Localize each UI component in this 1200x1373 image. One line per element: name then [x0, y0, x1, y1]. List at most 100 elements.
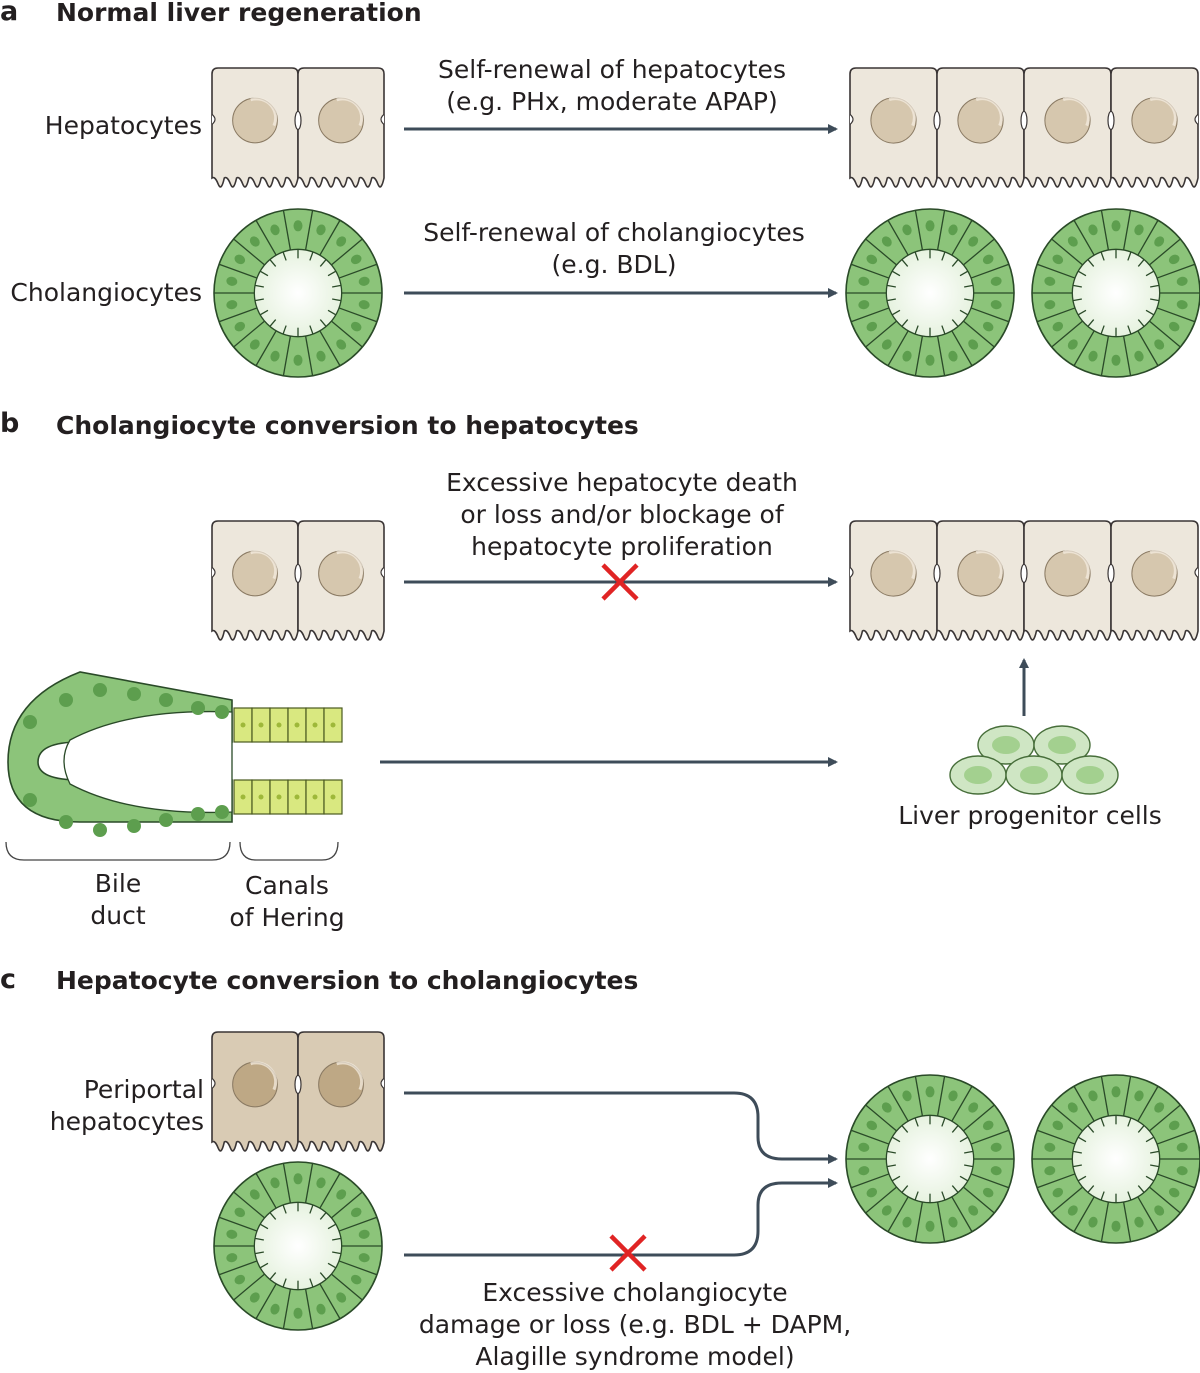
- cholangiocyte-nucleus: [858, 300, 870, 310]
- cilium: [1127, 251, 1132, 261]
- annotation-line: of Hering: [229, 903, 345, 932]
- cilium: [1072, 298, 1082, 302]
- cell-border: [1137, 1085, 1159, 1122]
- cell-border: [1073, 1085, 1095, 1122]
- cilium: [901, 1125, 909, 1133]
- cell-border: [282, 1288, 292, 1329]
- cilium: [1137, 319, 1145, 327]
- cilium: [964, 1150, 974, 1154]
- bile-canaliculus: [1020, 110, 1028, 131]
- cilium: [901, 259, 909, 267]
- cholangiocyte-nucleus: [1044, 276, 1056, 286]
- cell-border: [865, 1186, 897, 1214]
- cell-border: [1122, 210, 1132, 251]
- cilium: [1077, 270, 1087, 277]
- nucleus-highlight: [250, 550, 278, 580]
- cell-border: [865, 320, 897, 348]
- annotation-line: (e.g. PHx, moderate APAP): [446, 87, 778, 116]
- cholangiocyte-nucleus: [316, 1177, 326, 1189]
- bile-canaliculus: [294, 563, 302, 584]
- annotation-line: Periportal: [83, 1075, 204, 1104]
- cilium: [269, 319, 277, 327]
- nucleus-highlight: [1149, 550, 1177, 580]
- cilium: [1072, 284, 1082, 288]
- cholangiocyte-nucleus: [902, 1090, 912, 1102]
- cholangiocyte-nucleus: [1052, 321, 1064, 332]
- cilium: [941, 1191, 946, 1201]
- cell-border: [255, 330, 277, 367]
- cell-border: [914, 1201, 924, 1242]
- cilium: [332, 284, 342, 288]
- canals-of-hering-label: Canals of Hering: [214, 870, 360, 934]
- cholangiocyte-nucleus: [968, 236, 979, 247]
- annotation-line: damage or loss (e.g. BDL + DAPM,: [418, 1310, 852, 1339]
- cilium: [959, 270, 969, 277]
- cell-border: [1036, 263, 1076, 279]
- cholangiocyte-nucleus: [1088, 1216, 1098, 1228]
- cholangiocyte-nucleus: [1154, 339, 1165, 350]
- bile-duct-label: Bile duct: [58, 868, 178, 932]
- progenitor-nucleus: [1076, 766, 1104, 784]
- nucleus-highlight: [336, 97, 364, 127]
- cell-border: [233, 1273, 265, 1301]
- progenitor-nucleus: [1020, 766, 1048, 784]
- cilium: [1077, 1175, 1087, 1182]
- cilium: [1145, 1136, 1155, 1143]
- duct-lumen: [63, 710, 233, 814]
- cholangiocyte-nucleus: [93, 683, 107, 697]
- cholangiocyte-nucleus: [191, 701, 205, 715]
- cilium: [1150, 284, 1160, 288]
- cilium: [1127, 325, 1132, 335]
- cell-border: [218, 263, 258, 279]
- cilium: [309, 1278, 314, 1288]
- bile-canaliculus: [294, 1074, 302, 1095]
- cholangiocyte-nucleus: [925, 354, 935, 366]
- cilium: [1087, 259, 1095, 267]
- cholangiocyte-nucleus: [59, 693, 73, 707]
- cilium: [1072, 1150, 1082, 1154]
- block-x-icon: [609, 1234, 647, 1272]
- cholangiocyte-nucleus: [858, 276, 870, 286]
- cilium: [1137, 1125, 1145, 1133]
- cilium: [901, 319, 909, 327]
- cell-notch: [1194, 566, 1199, 578]
- cell-border: [1137, 219, 1159, 256]
- cell-border: [1073, 1196, 1095, 1233]
- cholangiocyte-nucleus: [1088, 350, 1098, 362]
- progenitor-label: Liver progenitor cells: [898, 801, 1162, 830]
- bile-canaliculus: [1020, 563, 1028, 584]
- cholangiocyte-nucleus: [226, 1229, 238, 1239]
- cholangiocyte-nucleus: [191, 807, 205, 821]
- cell-border: [936, 1076, 946, 1117]
- cell-border: [255, 1172, 277, 1209]
- hepatocyte-pair: [211, 67, 385, 188]
- annotation-line: (e.g. BDL): [551, 250, 677, 279]
- cholangiocyte-nucleus: [159, 693, 173, 707]
- cholangiocyte-nucleus: [968, 1205, 979, 1216]
- cholangiocyte-nucleus: [1168, 1187, 1180, 1198]
- cholangiocyte-nucleus: [226, 1253, 238, 1263]
- cholangiocyte-nucleus: [990, 1166, 1002, 1176]
- cell-border: [936, 335, 946, 376]
- cell-border: [331, 320, 363, 348]
- cell-border: [951, 1085, 973, 1122]
- hepatocyte-death-text: Excessive hepatocyte death or loss and/o…: [412, 467, 832, 563]
- cholangiocyte-nucleus: [1044, 1142, 1056, 1152]
- cholangiocyte-nucleus: [270, 1177, 280, 1189]
- cholangiocyte-duct: [213, 208, 383, 378]
- cell-notch: [849, 566, 854, 578]
- cholangiocyte-nucleus: [1134, 350, 1144, 362]
- cholangiocyte-nucleus: [270, 1303, 280, 1315]
- nucleus-highlight: [1062, 97, 1090, 127]
- arrow-layer: [380, 124, 1029, 1272]
- cholangiocyte-nucleus: [249, 339, 260, 350]
- cilium: [891, 1175, 901, 1182]
- cilium: [282, 1278, 287, 1288]
- cilium: [1127, 1191, 1132, 1201]
- cell-border: [319, 330, 341, 367]
- cell-border: [887, 1196, 909, 1233]
- cell-border: [1149, 1104, 1181, 1132]
- annotation-line: duct: [90, 901, 146, 930]
- cell-notch: [380, 1077, 385, 1089]
